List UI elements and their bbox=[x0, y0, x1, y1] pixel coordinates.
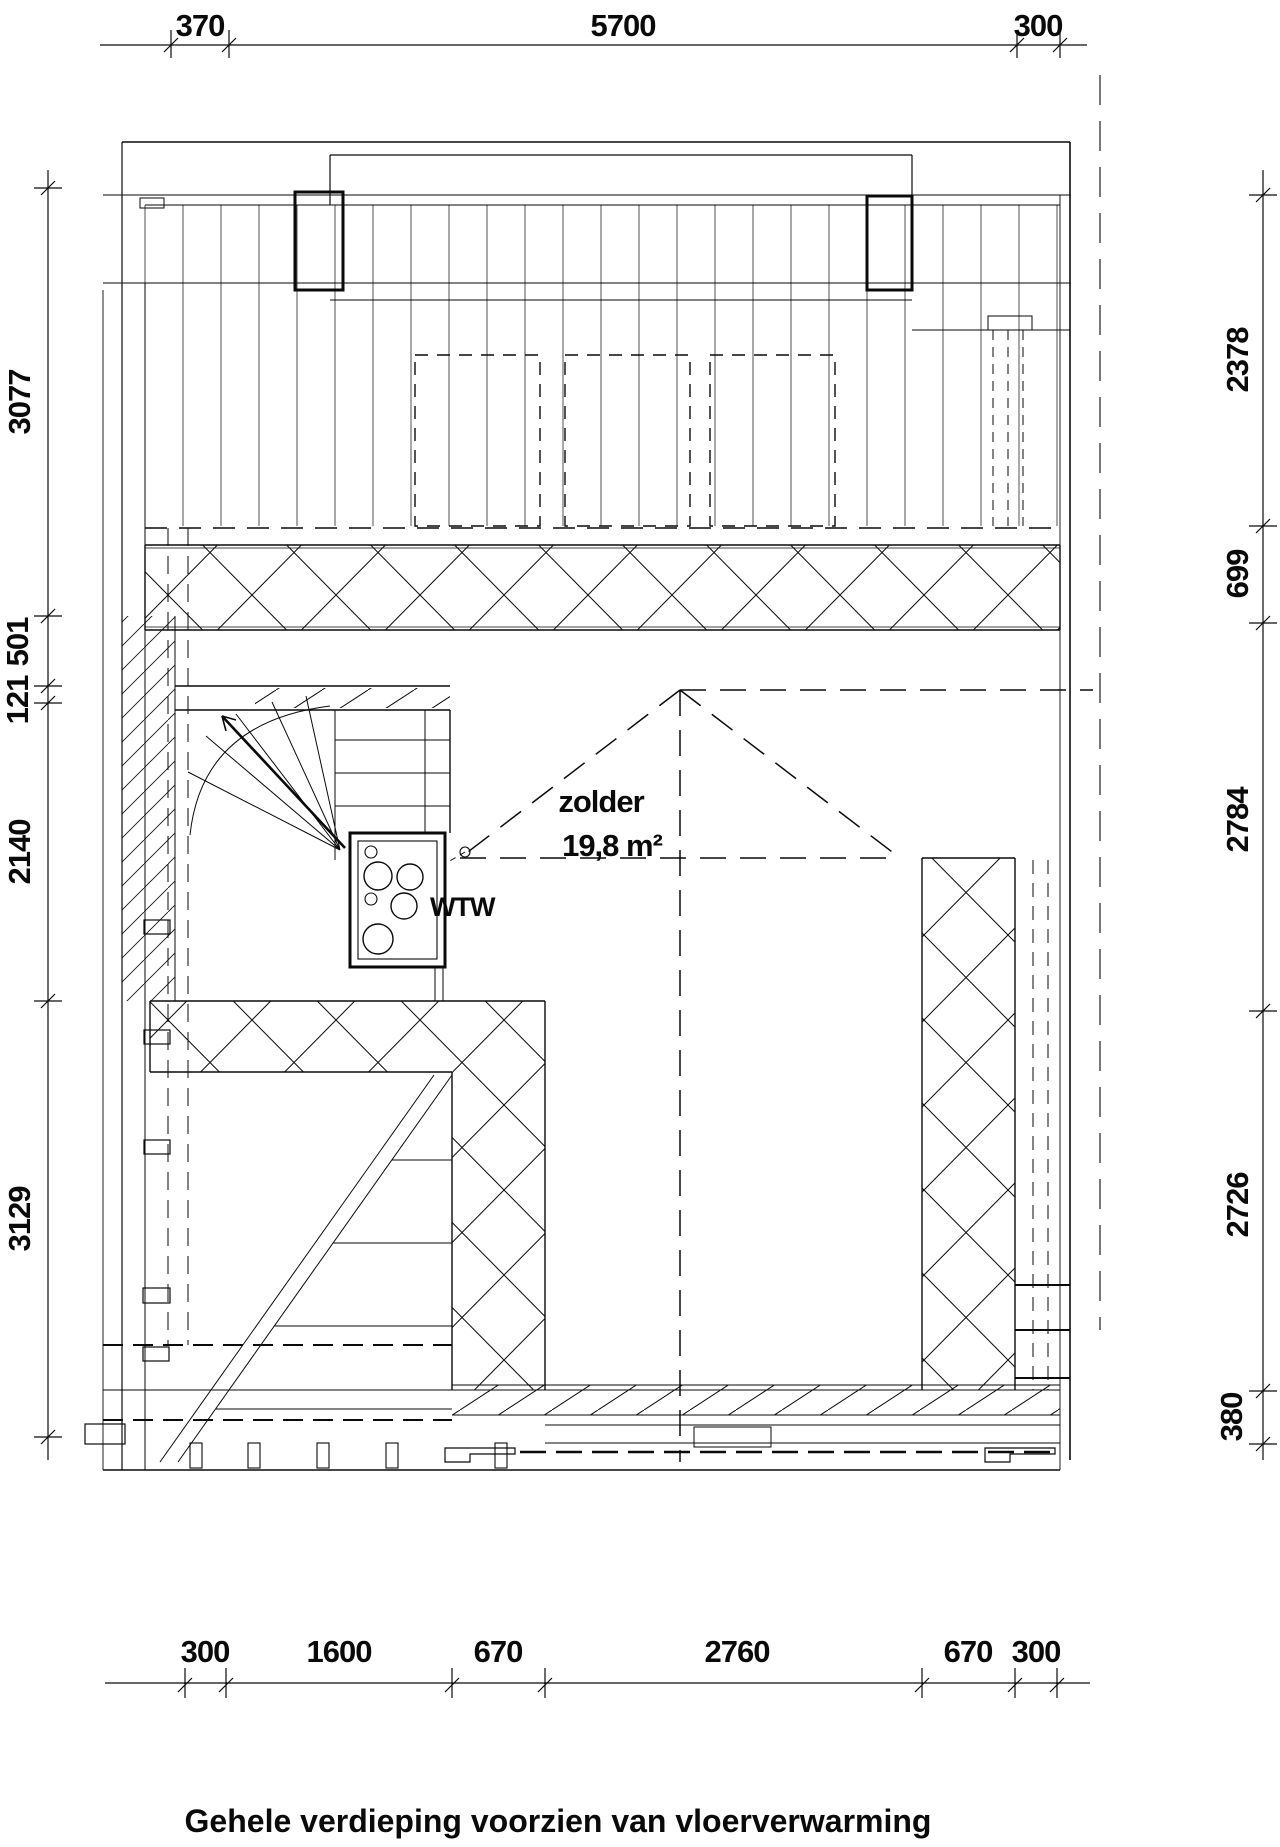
dim-top-300: 300 bbox=[1014, 8, 1063, 43]
staircase bbox=[175, 685, 451, 860]
plan-labels: zolder 19,8 m² WTW Gehele verdieping voo… bbox=[185, 784, 932, 1839]
dim-left-3077: 3077 bbox=[2, 370, 37, 435]
room-name-label: zolder bbox=[558, 784, 644, 819]
room-area-label: 19,8 m² bbox=[562, 828, 663, 863]
dimension-labels: 370 5700 300 3077 501 121 2140 3129 2378… bbox=[0, 8, 1255, 1669]
dim-right-2784: 2784 bbox=[1220, 786, 1255, 853]
right-dimension-line bbox=[1249, 170, 1277, 1460]
top-wall-crosshatch-band bbox=[144, 544, 1061, 631]
dim-bottom-1600: 1600 bbox=[307, 1634, 372, 1669]
dim-top-5700: 5700 bbox=[591, 8, 656, 43]
dim-bottom-2760: 2760 bbox=[705, 1634, 770, 1669]
wtw-unit-label: WTW bbox=[430, 892, 496, 922]
dim-left-3129: 3129 bbox=[2, 1186, 37, 1252]
dim-bottom-670a: 670 bbox=[474, 1634, 523, 1669]
dim-left-501: 501 bbox=[0, 617, 35, 666]
dim-left-121: 121 bbox=[0, 675, 35, 724]
left-dimension-line bbox=[34, 170, 62, 1460]
lower-left-roof-slope bbox=[159, 1074, 453, 1463]
roof-ridge-hips bbox=[459, 689, 1093, 1462]
dim-bottom-670b: 670 bbox=[944, 1634, 993, 1669]
dim-right-380: 380 bbox=[1214, 1393, 1249, 1442]
dimension-lines bbox=[34, 30, 1277, 1698]
bottom-facade bbox=[103, 1344, 1060, 1469]
roof-window-outlines bbox=[414, 330, 1024, 527]
caption-text: Gehele verdieping voorzien van vloerverw… bbox=[185, 1803, 932, 1839]
dim-left-2140: 2140 bbox=[2, 820, 37, 885]
right-wall-details bbox=[1015, 860, 1070, 1390]
dim-bottom-300a: 300 bbox=[181, 1634, 230, 1669]
plan-linework bbox=[84, 75, 1101, 1471]
lower-wall-crosshatch bbox=[149, 857, 1016, 1390]
building-outline bbox=[102, 141, 1071, 1471]
dim-bottom-300b: 300 bbox=[1012, 1634, 1061, 1669]
dim-right-2378: 2378 bbox=[1220, 327, 1255, 393]
roof-joist-hatch bbox=[144, 205, 1058, 526]
purlin-blocks bbox=[293, 190, 914, 292]
bottom-dimension-line bbox=[105, 1668, 1090, 1698]
dim-top-370: 370 bbox=[176, 8, 225, 43]
dim-right-2726: 2726 bbox=[1220, 1172, 1255, 1238]
top-dimension-line bbox=[100, 30, 1087, 58]
wtw-unit bbox=[348, 831, 471, 1001]
left-wall bbox=[84, 283, 189, 1470]
dim-right-699: 699 bbox=[1220, 549, 1255, 598]
